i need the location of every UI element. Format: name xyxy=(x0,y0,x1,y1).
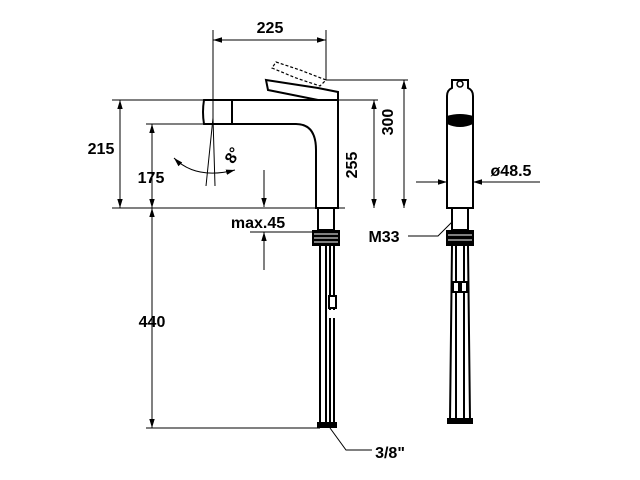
lever-handle xyxy=(264,78,339,101)
hose-length-dimension: 440 xyxy=(139,314,166,331)
shank xyxy=(317,207,335,231)
front-hoses xyxy=(449,245,471,421)
thread-size-label: M33 xyxy=(368,229,399,246)
total-height-dimension: 300 xyxy=(380,109,397,136)
front-view: ø48.5 M33 xyxy=(368,79,540,424)
front-lever-band xyxy=(447,114,473,127)
hose-connector xyxy=(317,422,337,428)
front-shank xyxy=(451,207,469,231)
front-body xyxy=(446,79,474,209)
lever-raised-outline xyxy=(271,61,328,87)
supply-hose xyxy=(319,246,335,422)
spout-head xyxy=(202,99,233,125)
diameter-dimension: ø48.5 xyxy=(491,163,532,180)
spout-height-dimension: 215 xyxy=(88,141,115,158)
reach-dimension: 225 xyxy=(257,20,284,37)
front-connectors xyxy=(447,418,473,424)
lever-height-dimension: 255 xyxy=(344,152,361,179)
connector-size-label: 3/8" xyxy=(375,445,405,462)
deck-thickness-dimension: max.45 xyxy=(231,215,285,232)
faucet-body xyxy=(229,99,339,209)
aerator-height-dimension: 175 xyxy=(138,170,165,187)
side-view: 225 215 175 8° 255 300 max.45 440 3/8" xyxy=(88,20,408,462)
tilt-angle-dimension: 8° xyxy=(222,145,244,167)
front-nut xyxy=(446,230,474,246)
